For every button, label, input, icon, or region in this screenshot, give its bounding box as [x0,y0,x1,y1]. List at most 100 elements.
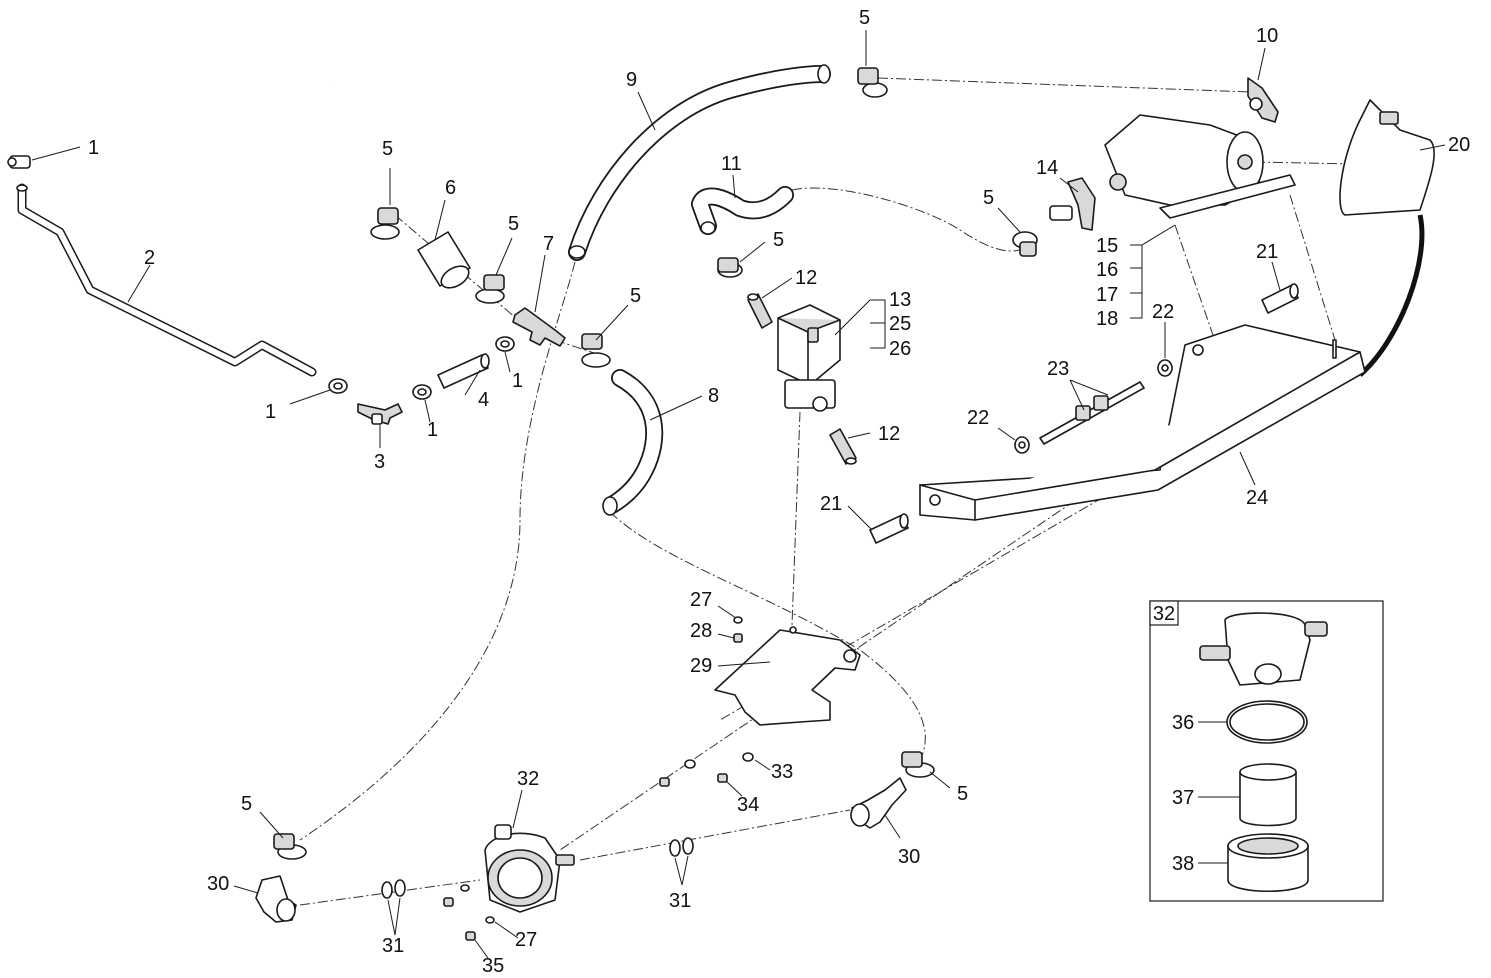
callout-23: 23 [1047,358,1069,380]
callout-31: 31 [382,935,404,957]
part-5-hose-clamp-b [475,274,505,304]
part-22-washer-top [1157,359,1173,377]
part-32-pump-filter [484,824,575,913]
callout-31: 31 [669,890,691,912]
part-10-wing-fastener [1247,77,1279,123]
callout-5: 5 [630,285,641,307]
part-31-washers-right [669,837,694,857]
part-27-washer-bottom [485,916,495,924]
callout-12: 12 [795,267,817,289]
callout-35: 35 [482,955,504,977]
callout-21: 21 [1256,241,1278,263]
part-9-arch-hose [568,64,831,261]
part-7-t-fitting [512,307,566,347]
part-36-o-ring [1226,700,1308,744]
callout-5: 5 [241,793,252,815]
callout-8: 8 [708,385,719,407]
callout-7: 7 [543,233,554,255]
part-21-spacer-bottom [869,513,909,544]
part-31-washers-left [381,879,406,899]
callout-36: 36 [1172,712,1194,734]
leader-lines [31,30,1446,959]
callout-5: 5 [957,783,968,805]
callout-20: 20 [1448,134,1470,156]
part-33-washers [684,752,754,769]
inset-filter-breakdown: 32 [1149,600,1384,902]
callout-38: 38 [1172,853,1194,875]
callout-25: 25 [889,313,911,335]
part-2-rigid-pipe [16,183,317,377]
callout-5: 5 [859,7,870,29]
part-30-elbow-left [255,875,297,923]
part-24-frame-bracket [919,324,1366,521]
part-5-hose-clamp-g [273,833,307,860]
part-1-clamp-left [328,378,348,394]
part-11-elbow-hose [691,186,794,235]
callout-4: 4 [478,389,489,411]
part-12-nipple-bottom [829,428,857,465]
part-1-clamp-top [7,155,31,169]
callout-15: 15 [1096,235,1118,257]
callout-27: 27 [515,929,537,951]
callout-1: 1 [88,137,99,159]
callout-5: 5 [508,213,519,235]
part-35-nuts [443,884,476,941]
callout-5: 5 [983,187,994,209]
callout-12: 12 [878,423,900,445]
part-6-hose-segment [417,231,471,289]
callout-28: 28 [690,620,712,642]
callout-2: 2 [144,247,155,269]
callout-18: 18 [1096,308,1118,330]
callout-1: 1 [265,401,276,423]
part-32-filter-head [1199,612,1328,686]
part-8-curved-hose [602,369,664,516]
callout-29: 29 [690,655,712,677]
callout-13: 13 [889,289,911,311]
part-27-washer-top [733,616,743,624]
callout-5: 5 [382,138,393,160]
part-21-spacer-top [1261,283,1299,314]
callout-27: 27 [690,589,712,611]
callout-1: 1 [427,419,438,441]
part-12-nipple-top [747,293,773,329]
part-23-bolt [1039,381,1145,445]
part-37-filter-cartridge [1239,763,1297,827]
part-13-solenoid-valve [777,304,841,412]
callout-labels: 1 2 1 3 1 4 1 5 6 5 7 5 8 9 5 10 11 5 12… [88,7,1470,977]
part-3-elbow-fitting [357,403,403,425]
callout-11: 11 [721,153,742,175]
callout-26: 26 [889,338,911,360]
part-5-hose-clamp-c [581,333,611,368]
callout-10: 10 [1256,25,1278,47]
part-5-hose-clamp-f [1012,231,1038,257]
part-14-wing-nut [1049,177,1096,231]
callout-30: 30 [207,873,229,895]
part-22-washer-bottom [1014,436,1030,454]
part-20-strap [1339,99,1435,377]
part-1-clamp-mid [412,384,432,400]
part-5-hose-clamp-h [901,751,935,778]
callout-9: 9 [626,69,637,91]
callout-5: 5 [773,229,784,251]
part-29-mounting-plate [714,626,861,726]
callout-3: 3 [374,451,385,473]
part-28-screw [733,633,743,643]
callout-34: 34 [737,794,759,816]
callout-37: 37 [1172,787,1194,809]
callout-21: 21 [820,493,842,515]
part-1-clamp-right [495,336,515,352]
callout-30: 30 [898,846,920,868]
callout-14: 14 [1036,157,1058,179]
callout-17: 17 [1096,284,1118,306]
part-5-hose-clamp-d [857,67,888,98]
part-38-filter-cap [1227,833,1309,892]
part-4-short-hose [437,353,490,389]
part-5-hose-clamp-a [370,207,400,240]
callout-16: 16 [1096,259,1118,281]
part-34-nuts [659,773,728,787]
part-30-elbow-right [850,777,907,829]
callout-24: 24 [1246,487,1268,509]
callout-32: 32 [517,768,539,790]
part-15-pump-motor [1104,114,1296,219]
